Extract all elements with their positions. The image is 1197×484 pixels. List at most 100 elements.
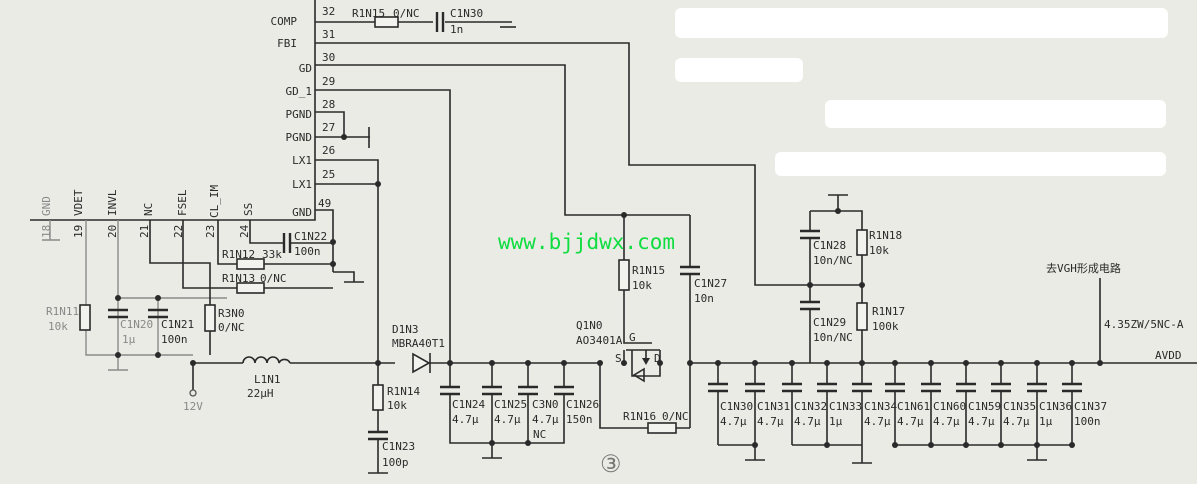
component-value: 0/NC [260, 272, 287, 285]
output-voltage-label: 4.35ZW/5NC-A [1104, 318, 1184, 331]
pin-number: 32 [322, 5, 335, 18]
junction-dot [1034, 442, 1040, 448]
junction-dot [715, 360, 721, 366]
component-value: 4.7μ [1003, 415, 1030, 428]
pin-number: 26 [322, 144, 335, 157]
component-value: 1μ [1039, 415, 1053, 428]
component-ref: R1N14 [387, 385, 420, 398]
figure-marker: ③ [600, 450, 622, 478]
component-ref: C3N0 [532, 398, 559, 411]
feedback-divider: C1N28 10n/NC R1N18 10k C1N29 10n/NC R1N1… [800, 194, 905, 363]
component-ref: C1N32 [794, 400, 827, 413]
component-ref: R1N11 [46, 305, 79, 318]
main-rail: 12V L1N1 22μH D1N3 MBRA40T1 R1N14 10k C1… [183, 323, 1197, 474]
pin-name: GND [40, 196, 53, 216]
component-value: AO3401A [576, 334, 623, 347]
input-terminal [189, 389, 197, 397]
component-value: 10k [869, 244, 889, 257]
redaction-box [675, 58, 803, 82]
ic-u1 [30, 0, 316, 221]
redaction-box [825, 100, 1166, 128]
component-value: 0/NC [218, 321, 245, 334]
component-ref: D1N3 [392, 323, 419, 336]
junction-dot [963, 442, 969, 448]
net-12v-label: 12V [183, 400, 203, 413]
pin-name: LX1 [292, 178, 312, 191]
junction-dot [824, 442, 830, 448]
pin-number: 28 [322, 98, 335, 111]
component-ref: C1N35 [1003, 400, 1036, 413]
pin-name: GND [292, 206, 312, 219]
component-ref: C1N24 [452, 398, 485, 411]
pin-number: 30 [322, 51, 335, 64]
component-ref: C1N59 [968, 400, 1001, 413]
component-ref: C1N26 [566, 398, 599, 411]
junction-dot [928, 442, 934, 448]
pin-name: SS [242, 203, 255, 216]
component-ref: C1N23 [382, 440, 415, 453]
component-ref: L1N1 [254, 373, 281, 386]
component-value: 10n/NC [813, 254, 853, 267]
pin-name: PGND [286, 131, 313, 144]
component-value: 0/NC [393, 7, 420, 20]
component-value: 1μ [122, 333, 136, 346]
pin-number: 29 [322, 75, 335, 88]
component-value: 4.7μ [494, 413, 521, 426]
redaction-box [775, 152, 1166, 176]
component-value: 4.7μ [933, 415, 960, 428]
pin-name: VDET [72, 189, 85, 216]
ic-bottom-pins: GND 18 VDET 19 INVL 20 NC 21 FSEL 22 CL_… [40, 185, 364, 371]
component-ref: C1N37 [1074, 400, 1107, 413]
component-ref: R1N15 [352, 7, 385, 20]
component-value: 100n [294, 245, 321, 258]
component-value: 1n [450, 23, 463, 36]
avdd-net-label: AVDD [1155, 349, 1182, 362]
component-value: 4.7μ [968, 415, 995, 428]
junction-dot [963, 360, 969, 366]
component-ref: C1N34 [864, 400, 897, 413]
junction-dot [892, 442, 898, 448]
component-value: 10k [48, 320, 68, 333]
source-label: S [615, 352, 622, 365]
component-ref: C1N22 [294, 230, 327, 243]
component-ref: C1N30 [720, 400, 753, 413]
component-ref: C1N28 [813, 239, 846, 252]
component-ref: C1N61 [897, 400, 930, 413]
pin-name: INVL [106, 189, 119, 216]
component-value: 4.7μ [864, 415, 891, 428]
component-value: 0/NC [662, 410, 689, 423]
pin-name: LX1 [292, 154, 312, 167]
junction-dot [752, 360, 758, 366]
pin-number: 24 [238, 224, 251, 238]
pin-name: GD [299, 62, 312, 75]
pin-number: 49 [318, 197, 331, 210]
component-ref: R1N17 [872, 305, 905, 318]
ic-right-pins: COMP 32 FBI 31 GD 30 GD_1 29 PGND 28 PGN… [271, 5, 862, 363]
component-value: 4.7μ [757, 415, 784, 428]
redaction-box [675, 8, 1168, 38]
component-ref: Q1N0 [576, 319, 603, 332]
pin-number: 23 [204, 225, 217, 238]
component-ref: R1N12 [222, 248, 255, 261]
component-value: 150n [566, 413, 593, 426]
junction-dot [752, 442, 758, 448]
component-value: 100p [382, 456, 409, 469]
junction-dot [1034, 360, 1040, 366]
junction-dot [998, 360, 1004, 366]
component-ref: R1N16 [623, 410, 656, 423]
component-value: 4.7μ [897, 415, 924, 428]
component-ref: C1N31 [757, 400, 790, 413]
component-value: 4.7μ [794, 415, 821, 428]
pin-name: FSEL [176, 189, 189, 216]
component-ref: R1N15 [632, 264, 665, 277]
output-capacitors: C1N304.7μC1N314.7μC1N324.7μC1N331μC1N344… [708, 360, 1107, 464]
junction-dot [789, 360, 795, 366]
component-ref: C1N33 [829, 400, 862, 413]
component-ref: R3N0 [218, 307, 245, 320]
pin-number: 19 [72, 225, 85, 238]
pin-number: 22 [172, 225, 185, 238]
pin-number: 25 [322, 168, 335, 181]
component-value: 1μ [829, 415, 843, 428]
